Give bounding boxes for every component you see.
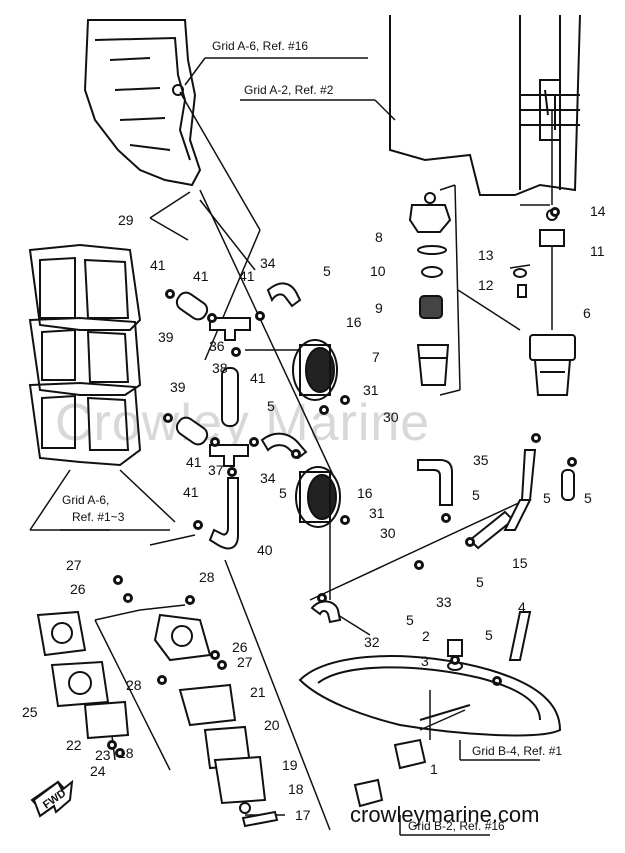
callout-5: 5 — [406, 612, 414, 628]
grid-ref-a2-2: Grid A-2, Ref. #2 — [244, 83, 334, 97]
callout-36: 36 — [209, 338, 225, 354]
grid-ref-b4-1: Grid B-4, Ref. #1 — [472, 744, 562, 758]
callout-5: 5 — [279, 485, 287, 501]
callout-40: 40 — [257, 542, 273, 558]
callout-8: 8 — [375, 229, 383, 245]
callout-41: 41 — [186, 454, 202, 470]
callout-26: 26 — [232, 639, 248, 655]
website-label: crowleymarine.com — [350, 802, 540, 827]
grid-ref-a6-line2: Ref. #1~3 — [72, 510, 125, 524]
watermark: Crowley Marine — [55, 394, 430, 452]
part-callouts: 29 41 41 41 34 5 39 36 16 38 41 39 5 31 … — [22, 203, 606, 823]
callout-24: 24 — [90, 763, 106, 779]
callout-34: 34 — [260, 470, 276, 486]
callout-28: 28 — [126, 677, 142, 693]
callout-3: 3 — [421, 653, 429, 669]
callout-4: 4 — [518, 599, 526, 615]
callout-2: 2 — [422, 628, 430, 644]
callout-16: 16 — [346, 314, 362, 330]
callout-9: 9 — [375, 300, 383, 316]
callout-31: 31 — [369, 505, 385, 521]
callout-11: 11 — [590, 243, 605, 259]
water-separator-filter — [513, 209, 576, 396]
callout-5: 5 — [267, 398, 275, 414]
callout-41: 41 — [250, 370, 266, 386]
callout-37: 37 — [208, 462, 224, 478]
callout-39: 39 — [170, 379, 186, 395]
callout-41: 41 — [150, 257, 166, 273]
callout-39: 39 — [158, 329, 174, 345]
lower-cowling — [298, 655, 562, 737]
callout-34: 34 — [260, 255, 276, 271]
grid-ref-a6-16: Grid A-6, Ref. #16 — [212, 39, 308, 53]
leader-lines — [29, 91, 553, 836]
callout-21: 21 — [250, 684, 266, 700]
callout-25: 25 — [22, 704, 38, 720]
callout-30: 30 — [383, 409, 399, 425]
callout-17: 17 — [295, 807, 311, 823]
callout-18: 18 — [288, 781, 304, 797]
callout-28: 28 — [199, 569, 215, 585]
callout-12: 12 — [478, 277, 494, 293]
callout-10: 10 — [370, 263, 386, 279]
callout-5: 5 — [485, 627, 493, 643]
callout-41: 41 — [239, 268, 255, 284]
callout-13: 13 — [478, 247, 494, 263]
callout-27: 27 — [66, 557, 82, 573]
pump-rebuild-parts — [30, 610, 279, 828]
callout-5: 5 — [472, 487, 480, 503]
callout-35: 35 — [473, 452, 489, 468]
callout-20: 20 — [264, 717, 280, 733]
callout-32: 32 — [364, 634, 380, 650]
callout-1: 1 — [430, 761, 438, 777]
callout-27: 27 — [237, 654, 253, 670]
callout-26: 26 — [70, 581, 86, 597]
grid-ref-b2-16: Grid B-2, Ref. #16 — [408, 819, 505, 833]
grid-reference-labels: Grid A-6, Ref. #16 Grid A-2, Ref. #2 Gri… — [62, 39, 562, 833]
fuel-filter-assembly — [408, 192, 452, 386]
callout-5: 5 — [543, 490, 551, 506]
fwd-arrow-icon: FWD — [32, 779, 74, 818]
callout-7: 7 — [372, 349, 380, 365]
callout-19: 19 — [282, 757, 298, 773]
callout-18: 18 — [118, 745, 134, 761]
callout-14: 14 — [590, 203, 606, 219]
sensor-parts — [353, 639, 463, 808]
callout-5: 5 — [584, 490, 592, 506]
callout-38: 38 — [212, 360, 228, 376]
carburetor-banks — [28, 243, 142, 467]
callout-5: 5 — [323, 263, 331, 279]
callout-23: 23 — [95, 747, 111, 763]
callout-22: 22 — [66, 737, 82, 753]
engine-outline-left — [83, 19, 202, 187]
callout-31: 31 — [363, 382, 379, 398]
callout-6: 6 — [583, 305, 591, 321]
callout-33: 33 — [436, 594, 452, 610]
fuel-pump-upper — [292, 339, 338, 401]
grid-leaders — [60, 57, 396, 531]
fuel-pump-lower — [295, 466, 341, 528]
callout-5: 5 — [476, 574, 484, 590]
callout-15: 15 — [512, 555, 528, 571]
engine-outline-right — [389, 14, 581, 196]
callout-41: 41 — [193, 268, 209, 284]
callout-29: 29 — [118, 212, 134, 228]
callout-41: 41 — [183, 484, 199, 500]
grid-ref-a6-line1: Grid A-6, — [62, 493, 109, 507]
callout-16: 16 — [357, 485, 373, 501]
callout-30: 30 — [380, 525, 396, 541]
